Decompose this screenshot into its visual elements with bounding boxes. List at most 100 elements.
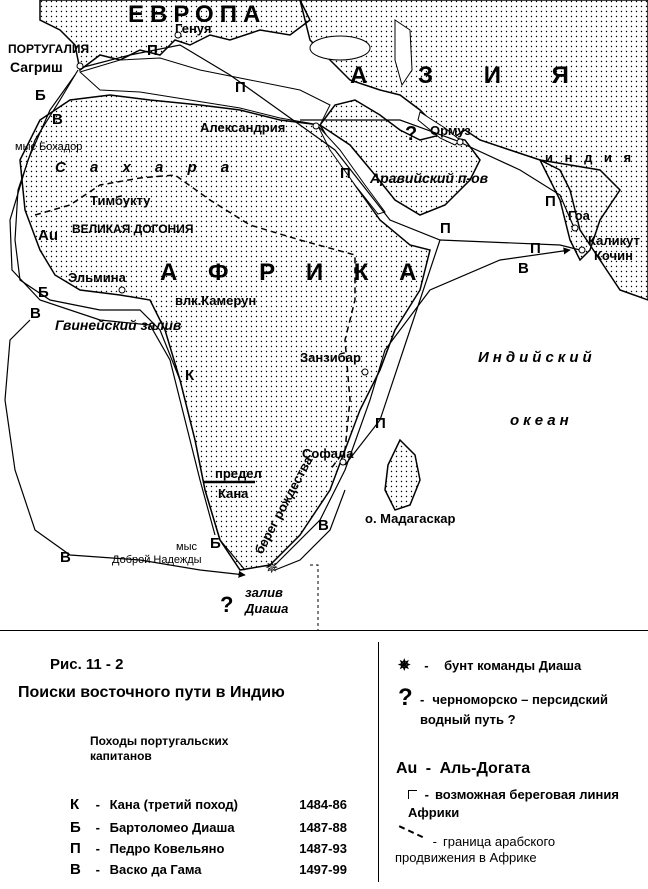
route-letter-v-3: В	[60, 549, 71, 566]
legend-black-sea-text: -черноморско – персидский водный путь ?	[420, 692, 609, 727]
label-dias-bay-1: залив	[245, 585, 283, 600]
expedition-letter: Б	[70, 819, 81, 836]
legend-vertical-divider	[378, 642, 379, 882]
route-covilha-2	[300, 119, 576, 231]
expedition-captain: Васко да Гама	[109, 862, 202, 877]
label-alexandria: Александрия	[200, 120, 285, 135]
caspian-sea	[394, 19, 413, 87]
figure-title: Поиски восточного пути в Индию	[18, 684, 285, 701]
label-genoa: Генуя	[175, 21, 211, 36]
route-letter-b-1: Б	[35, 87, 46, 104]
au-text: Аль-Догата	[439, 760, 531, 777]
route-gama-atlantic	[4, 319, 246, 578]
asia-land	[299, 0, 648, 301]
route-letter-p-2: П	[235, 79, 246, 96]
figure-caption: Походы португальских капитанов	[90, 734, 229, 763]
route-letter-p-1: П	[147, 42, 158, 59]
arab-limit-line	[34, 174, 356, 471]
label-timbuktu: Тимбукту	[90, 193, 151, 208]
expedition-letter: К	[70, 796, 80, 813]
legend-area: Рис. 11 - 2 Поиски восточного пути в Инд…	[0, 630, 648, 889]
label-au: Au	[38, 227, 58, 244]
label-calicut: Каликут	[588, 233, 640, 248]
coastline-symbol-icon	[408, 790, 417, 799]
question-mark-ormuz: ?	[405, 123, 417, 145]
mutiny-star-icon: ✵	[398, 657, 411, 674]
dash: -	[425, 760, 432, 777]
dash: -	[420, 692, 425, 707]
dash: -	[95, 841, 100, 856]
label-sofala: Софала	[302, 446, 354, 461]
route-letter-p-3: П	[340, 165, 351, 182]
figure-number: Рис. 11 - 2	[50, 656, 124, 673]
label-cao-limit-2: Кана	[218, 486, 249, 501]
arabia-land	[318, 99, 481, 216]
route-letter-b-2: Б	[38, 284, 49, 301]
label-arabia: Аравийский п-ов	[369, 170, 489, 186]
label-asia: А З И Я	[350, 62, 591, 89]
label-cape-bojador: мыс Бохадор	[15, 141, 82, 153]
expedition-captain: Кана (третий поход)	[109, 797, 238, 812]
persian-gulf	[417, 111, 461, 146]
legend-mutiny: ✵ - бунт команды Диаша	[398, 656, 581, 674]
label-indian-ocean-1: Индийский	[478, 349, 596, 366]
expedition-captain: Педро Ковельяно	[109, 841, 225, 856]
label-gulf-guinea: Гвинейский залив	[55, 317, 182, 333]
mutiny-star-icon: ✵	[265, 560, 278, 577]
possible-coastline	[310, 564, 319, 630]
routes	[4, 44, 581, 578]
route-letter-v-1: В	[52, 111, 63, 128]
legend-question-icon: ?	[398, 684, 413, 711]
map: ✵ ЕВРОПА А З И Я А Ф Р И К А С а х а р а…	[4, 0, 648, 630]
label-cochin: Кочин	[594, 248, 633, 263]
route-letter-p-4: П	[440, 220, 451, 237]
dash: -	[432, 834, 437, 849]
dash: -	[95, 862, 100, 877]
label-zanzibar: Занзибар	[300, 350, 361, 365]
expedition-letter: В	[70, 861, 81, 878]
dash: -	[95, 820, 100, 835]
route-letter-k: К	[185, 367, 195, 384]
label-portugal: ПОРТУГАЛИЯ	[8, 42, 89, 56]
expedition-row: К - Кана (третий поход) 1484-86	[70, 796, 347, 813]
dash: -	[95, 797, 100, 812]
label-sagres: Сагриш	[10, 59, 63, 75]
label-elmina: Эльмина	[68, 270, 127, 285]
route-letters: П П П П П П П Б Б Б В В В В В К	[30, 42, 556, 566]
expedition-row: Б - Бартоломео Диаша 1487-88	[70, 819, 347, 836]
legend-coastline: -возможная береговая линия Африки	[408, 787, 619, 820]
route-west-coast-2	[9, 74, 216, 536]
legend-au: Au - Аль-Догата	[396, 760, 530, 778]
madagascar-land	[384, 438, 421, 511]
route-letter-v-2: В	[30, 305, 41, 322]
expedition-years: 1487-93	[299, 841, 347, 856]
dash: -	[424, 658, 429, 673]
label-cao-limit-1: предел	[215, 466, 262, 481]
expedition-row: В - Васко да Гама 1497-99	[70, 861, 347, 878]
label-dias-bay-2: Диаша	[244, 601, 288, 616]
india-land	[538, 159, 621, 262]
label-madagascar: о. Мадагаскар	[365, 511, 455, 526]
arab-limit-symbol-icon	[392, 825, 424, 851]
africa-land	[19, 94, 431, 571]
label-cape-good-hope-1: мыс	[176, 541, 197, 553]
au-symbol: Au	[396, 760, 418, 777]
legend-mutiny-text: бунт команды Диаша	[444, 658, 582, 673]
route-covilha	[79, 44, 581, 251]
dash: -	[424, 787, 429, 802]
route-letter-b-3: Б	[210, 535, 221, 552]
expedition-years: 1484-86	[299, 797, 347, 812]
black-sea	[309, 35, 371, 61]
route-letter-p-5: П	[530, 240, 541, 257]
expedition-years: 1487-88	[299, 820, 347, 835]
legend-divider	[0, 630, 648, 631]
expedition-captain: Бартоломео Диаша	[109, 820, 235, 835]
label-sahara: С а х а р а	[55, 159, 239, 176]
route-covilha-africa	[344, 239, 441, 466]
label-europe: ЕВРОПА	[128, 1, 266, 28]
route-dias-return	[274, 489, 346, 571]
route-letter-v-5: В	[318, 517, 329, 534]
route-letter-p-7: П	[375, 415, 386, 432]
label-cape-good-hope-2: Доброй Надежды	[112, 554, 202, 566]
route-gama-east	[274, 247, 571, 566]
